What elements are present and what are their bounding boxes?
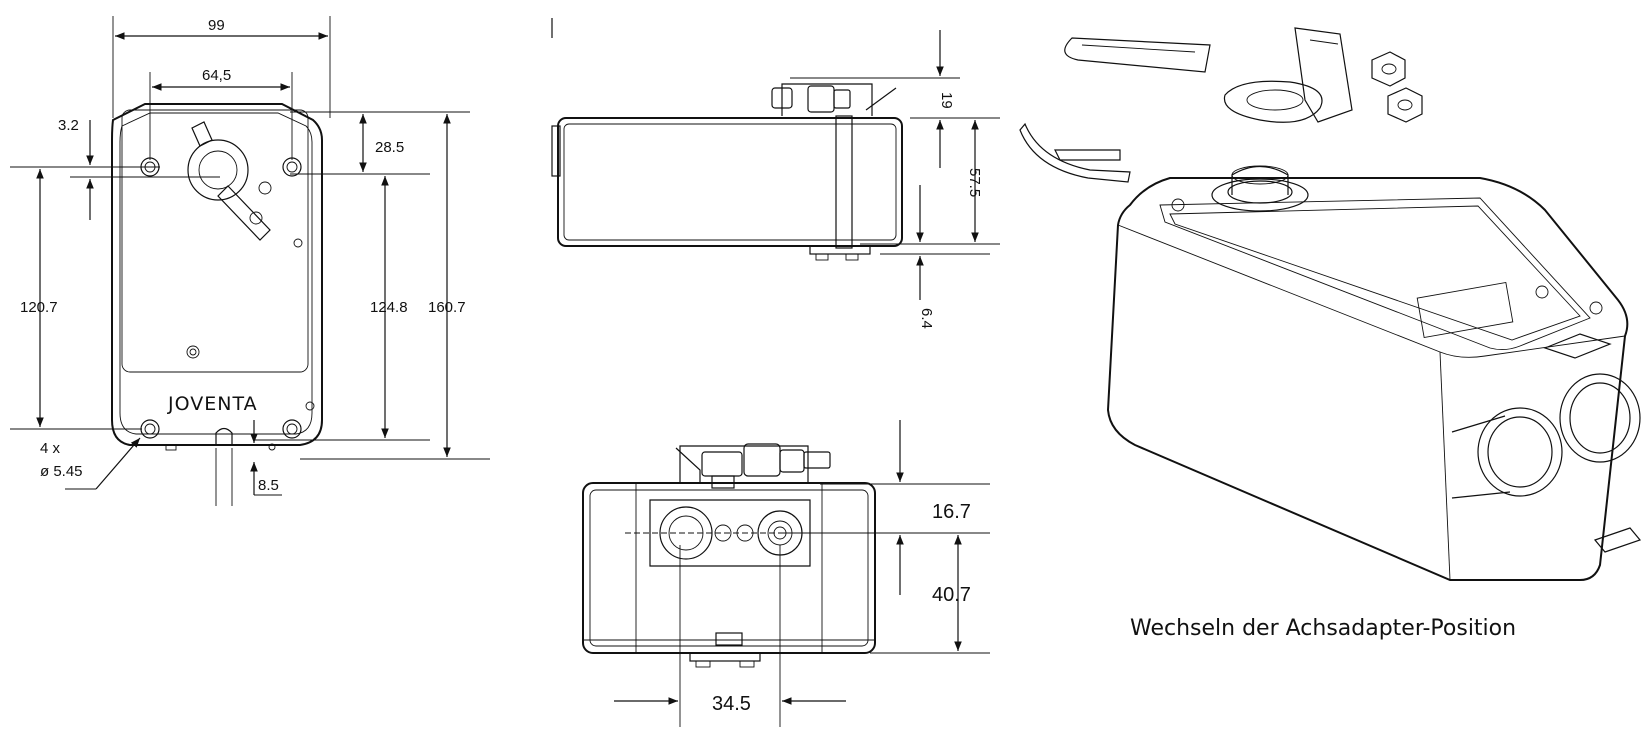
brand-logo: JOVENTA — [167, 393, 258, 415]
iso-caption: Wechseln der Achsadapter-Position — [1130, 616, 1516, 641]
front-housing — [111, 103, 323, 446]
dim-height-holes: 120.7 — [20, 299, 58, 316]
dim-top-offset: 16.7 — [932, 501, 971, 523]
dim-body-height: 57.5 — [966, 168, 983, 197]
iso-view: Wechseln der Achsadapter-Position — [1019, 27, 1642, 641]
dim-offset-top: 28.5 — [375, 139, 404, 156]
retaining-clip — [1019, 122, 1131, 183]
cable-gland — [1451, 407, 1563, 499]
dim-top-height: 19 — [938, 92, 955, 109]
side-view: 19 57.5 6.4 — [551, 18, 1000, 329]
dim-axis-height: 40.7 — [932, 584, 971, 606]
hex-nut — [1387, 87, 1423, 123]
iso-shaft-adapter — [1211, 165, 1309, 212]
end-view: 16.7 40.7 34.5 — [582, 420, 990, 727]
dim-bottom-height: 6.4 — [918, 308, 935, 329]
end-housing — [582, 482, 876, 654]
dim-width-total: 99 — [208, 17, 225, 34]
dim-offset-small: 3.2 — [58, 117, 79, 134]
mounting-hole — [282, 419, 302, 439]
dim-height-total: 160.7 — [428, 299, 466, 316]
shaft-adapter — [187, 121, 272, 241]
adapter-bracket — [1223, 27, 1353, 123]
front-view: JOVENTA 99 64,5 3.2 28.5 120.7 124.8 — [10, 16, 490, 506]
dim-holes-count: 4 x — [40, 440, 61, 457]
iso-housing — [1106, 177, 1629, 581]
dim-axis-spacing: 34.5 — [712, 693, 751, 715]
dim-hole-spacing: 64,5 — [202, 67, 231, 84]
front-label-panel — [121, 109, 309, 373]
hex-nut — [1371, 51, 1406, 87]
side-housing — [557, 117, 903, 247]
cable-gland — [1559, 373, 1641, 463]
dim-hole-diameter: ø 5.45 — [40, 463, 83, 480]
dim-height-mid: 124.8 — [370, 299, 408, 316]
spring-clip — [1064, 37, 1211, 73]
dim-slot-width: 8.5 — [258, 477, 279, 494]
